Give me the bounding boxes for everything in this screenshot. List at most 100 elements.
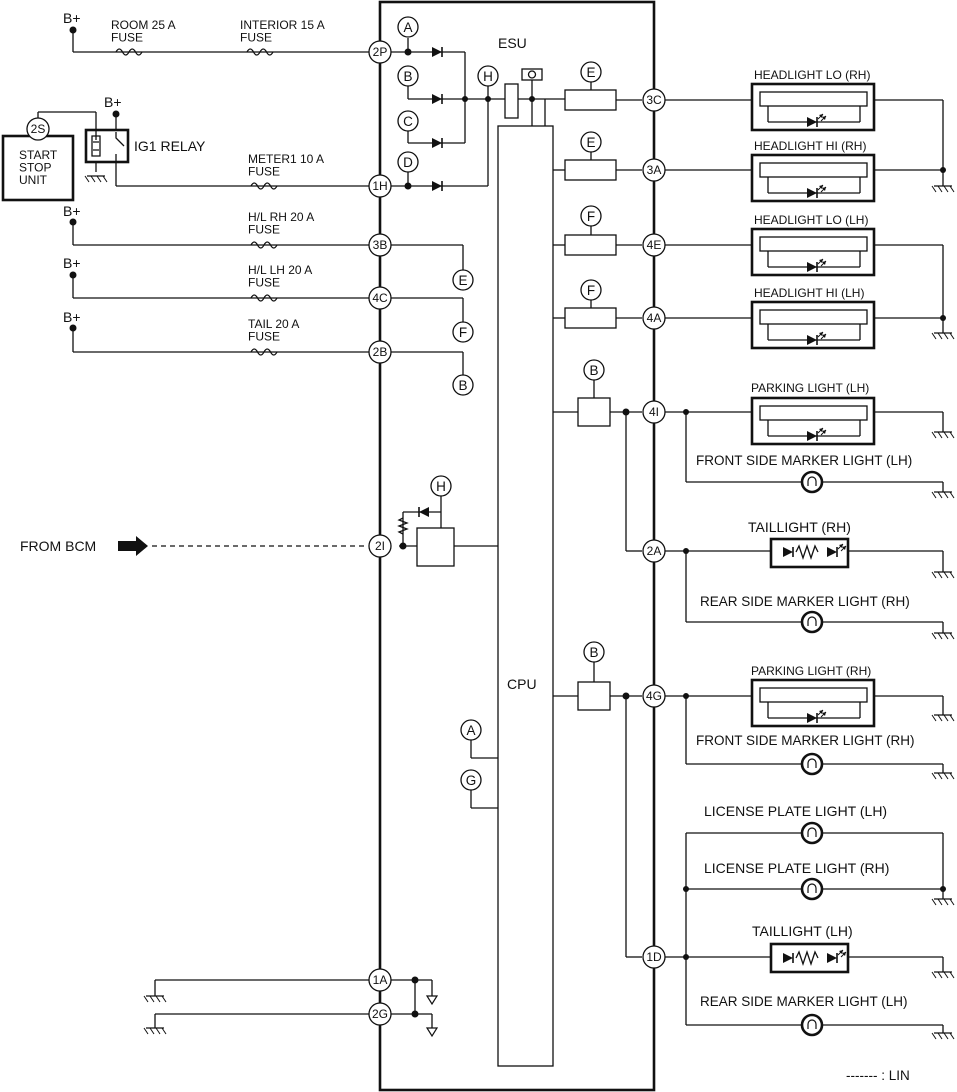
svg-text:4A: 4A <box>647 311 662 325</box>
connector-2b: 2B <box>368 340 392 364</box>
right-loads <box>654 82 955 1040</box>
svg-text:H: H <box>436 479 446 494</box>
connector-3c: 3C <box>642 88 666 112</box>
svg-text:B: B <box>403 69 412 84</box>
parking-light-rh-label: PARKING LIGHT (RH) <box>751 664 871 678</box>
connector-1h: 1H <box>368 174 392 198</box>
esu-internal-wiring <box>380 38 578 1037</box>
connector-4g: 4G <box>642 684 666 708</box>
svg-text:H: H <box>483 69 493 84</box>
ref-h: H <box>477 65 499 87</box>
svg-text:2I: 2I <box>375 539 385 553</box>
svg-text:B: B <box>589 363 598 378</box>
svg-text:3B: 3B <box>373 238 388 252</box>
svg-text:4I: 4I <box>649 405 659 419</box>
connector-2a: 2A <box>642 539 666 563</box>
ref-b: B <box>452 374 474 396</box>
rear-side-marker-lh-label: REAR SIDE MARKER LIGHT (LH) <box>700 994 908 1009</box>
output-drivers <box>564 82 642 958</box>
ref-e: E <box>452 269 474 291</box>
from-bcm-label: FROM BCM <box>20 538 96 554</box>
svg-text:1H: 1H <box>372 179 387 193</box>
ref-c: C <box>397 110 419 132</box>
svg-text:E: E <box>458 273 467 288</box>
front-side-marker-lh-label: FRONT SIDE MARKER LIGHT (LH) <box>696 453 912 468</box>
ref-a: A <box>460 719 482 741</box>
ref-f: F <box>580 205 602 227</box>
svg-text:2A: 2A <box>647 544 662 558</box>
headlight-hi-rh-label: HEADLIGHT HI (RH) <box>754 139 866 153</box>
ref-b: B <box>583 641 605 663</box>
svg-text:A: A <box>403 20 412 35</box>
svg-text:E: E <box>586 65 595 80</box>
svg-text:F: F <box>587 209 595 224</box>
svg-text:3C: 3C <box>646 93 662 107</box>
svg-text:A: A <box>466 723 475 738</box>
ig1-relay <box>84 128 130 164</box>
ref-e: E <box>580 61 602 83</box>
connector-3b: 3B <box>368 233 392 257</box>
left-wiring <box>37 26 464 1035</box>
connector-2s: 2S <box>26 117 50 141</box>
headlight-lo-rh-label: HEADLIGHT LO (RH) <box>754 68 870 82</box>
svg-text:F: F <box>459 325 467 340</box>
svg-text:4E: 4E <box>647 238 662 252</box>
svg-text:2B: 2B <box>373 345 388 359</box>
ref-a: A <box>397 16 419 38</box>
connector-3a: 3A <box>642 158 666 182</box>
cpu-label: CPU <box>507 676 537 692</box>
connector-1a: 1A <box>368 968 392 992</box>
svg-text:1A: 1A <box>373 973 388 987</box>
headlight-hi-lh-label: HEADLIGHT HI (LH) <box>754 286 864 300</box>
svg-text:E: E <box>586 135 595 150</box>
reference-markers: A B C D H E F B H A G E E F F B B <box>397 16 605 791</box>
connector-4a: 4A <box>642 306 666 330</box>
lin-legend: ------- : LIN <box>846 1068 910 1083</box>
rear-side-marker-rh-label: REAR SIDE MARKER LIGHT (RH) <box>700 594 910 609</box>
ref-f: F <box>580 279 602 301</box>
svg-text:F: F <box>587 283 595 298</box>
license-plate-rh-label: LICENSE PLATE LIGHT (RH) <box>704 860 889 876</box>
connector-1d: 1D <box>642 945 666 969</box>
arrow-icon <box>118 536 148 556</box>
taillight-rh-label: TAILLIGHT (RH) <box>748 519 851 535</box>
svg-text:4G: 4G <box>646 689 662 703</box>
connector-2i: 2I <box>368 534 392 558</box>
front-side-marker-rh-label: FRONT SIDE MARKER LIGHT (RH) <box>696 733 915 748</box>
cpu-block <box>497 125 554 1067</box>
svg-text:1D: 1D <box>646 950 662 964</box>
ref-b: B <box>397 65 419 87</box>
connector-2p: 2P <box>368 40 392 64</box>
b-plus-label: B+ <box>63 10 81 26</box>
ref-e: E <box>580 131 602 153</box>
svg-text:3A: 3A <box>647 163 662 177</box>
ref-g: G <box>460 769 482 791</box>
b-plus-label: B+ <box>104 94 122 110</box>
parking-light-lh-label: PARKING LIGHT (LH) <box>751 381 869 395</box>
svg-text:B: B <box>589 645 598 660</box>
license-plate-lh-label: LICENSE PLATE LIGHT (LH) <box>704 803 887 819</box>
connector-4e: 4E <box>642 233 666 257</box>
svg-text:B: B <box>458 378 467 393</box>
svg-text:4C: 4C <box>372 291 388 305</box>
esu-title: ESU <box>498 35 527 51</box>
b-plus-label: B+ <box>63 203 81 219</box>
svg-text:2G: 2G <box>372 1007 388 1021</box>
connector-2g: 2G <box>368 1002 392 1026</box>
connector-4c: 4C <box>368 286 392 310</box>
svg-text:D: D <box>403 155 413 170</box>
svg-text:2S: 2S <box>31 122 46 136</box>
ref-f: F <box>452 321 474 343</box>
connector-pins: 2S 2P 1H 3B 4C 2B 2I 1A 2G 3C 3A 4E 4A 4… <box>26 40 666 1026</box>
svg-text:C: C <box>403 114 413 129</box>
ig1-relay-label: IG1 RELAY <box>134 138 206 154</box>
svg-text:2P: 2P <box>373 45 388 59</box>
